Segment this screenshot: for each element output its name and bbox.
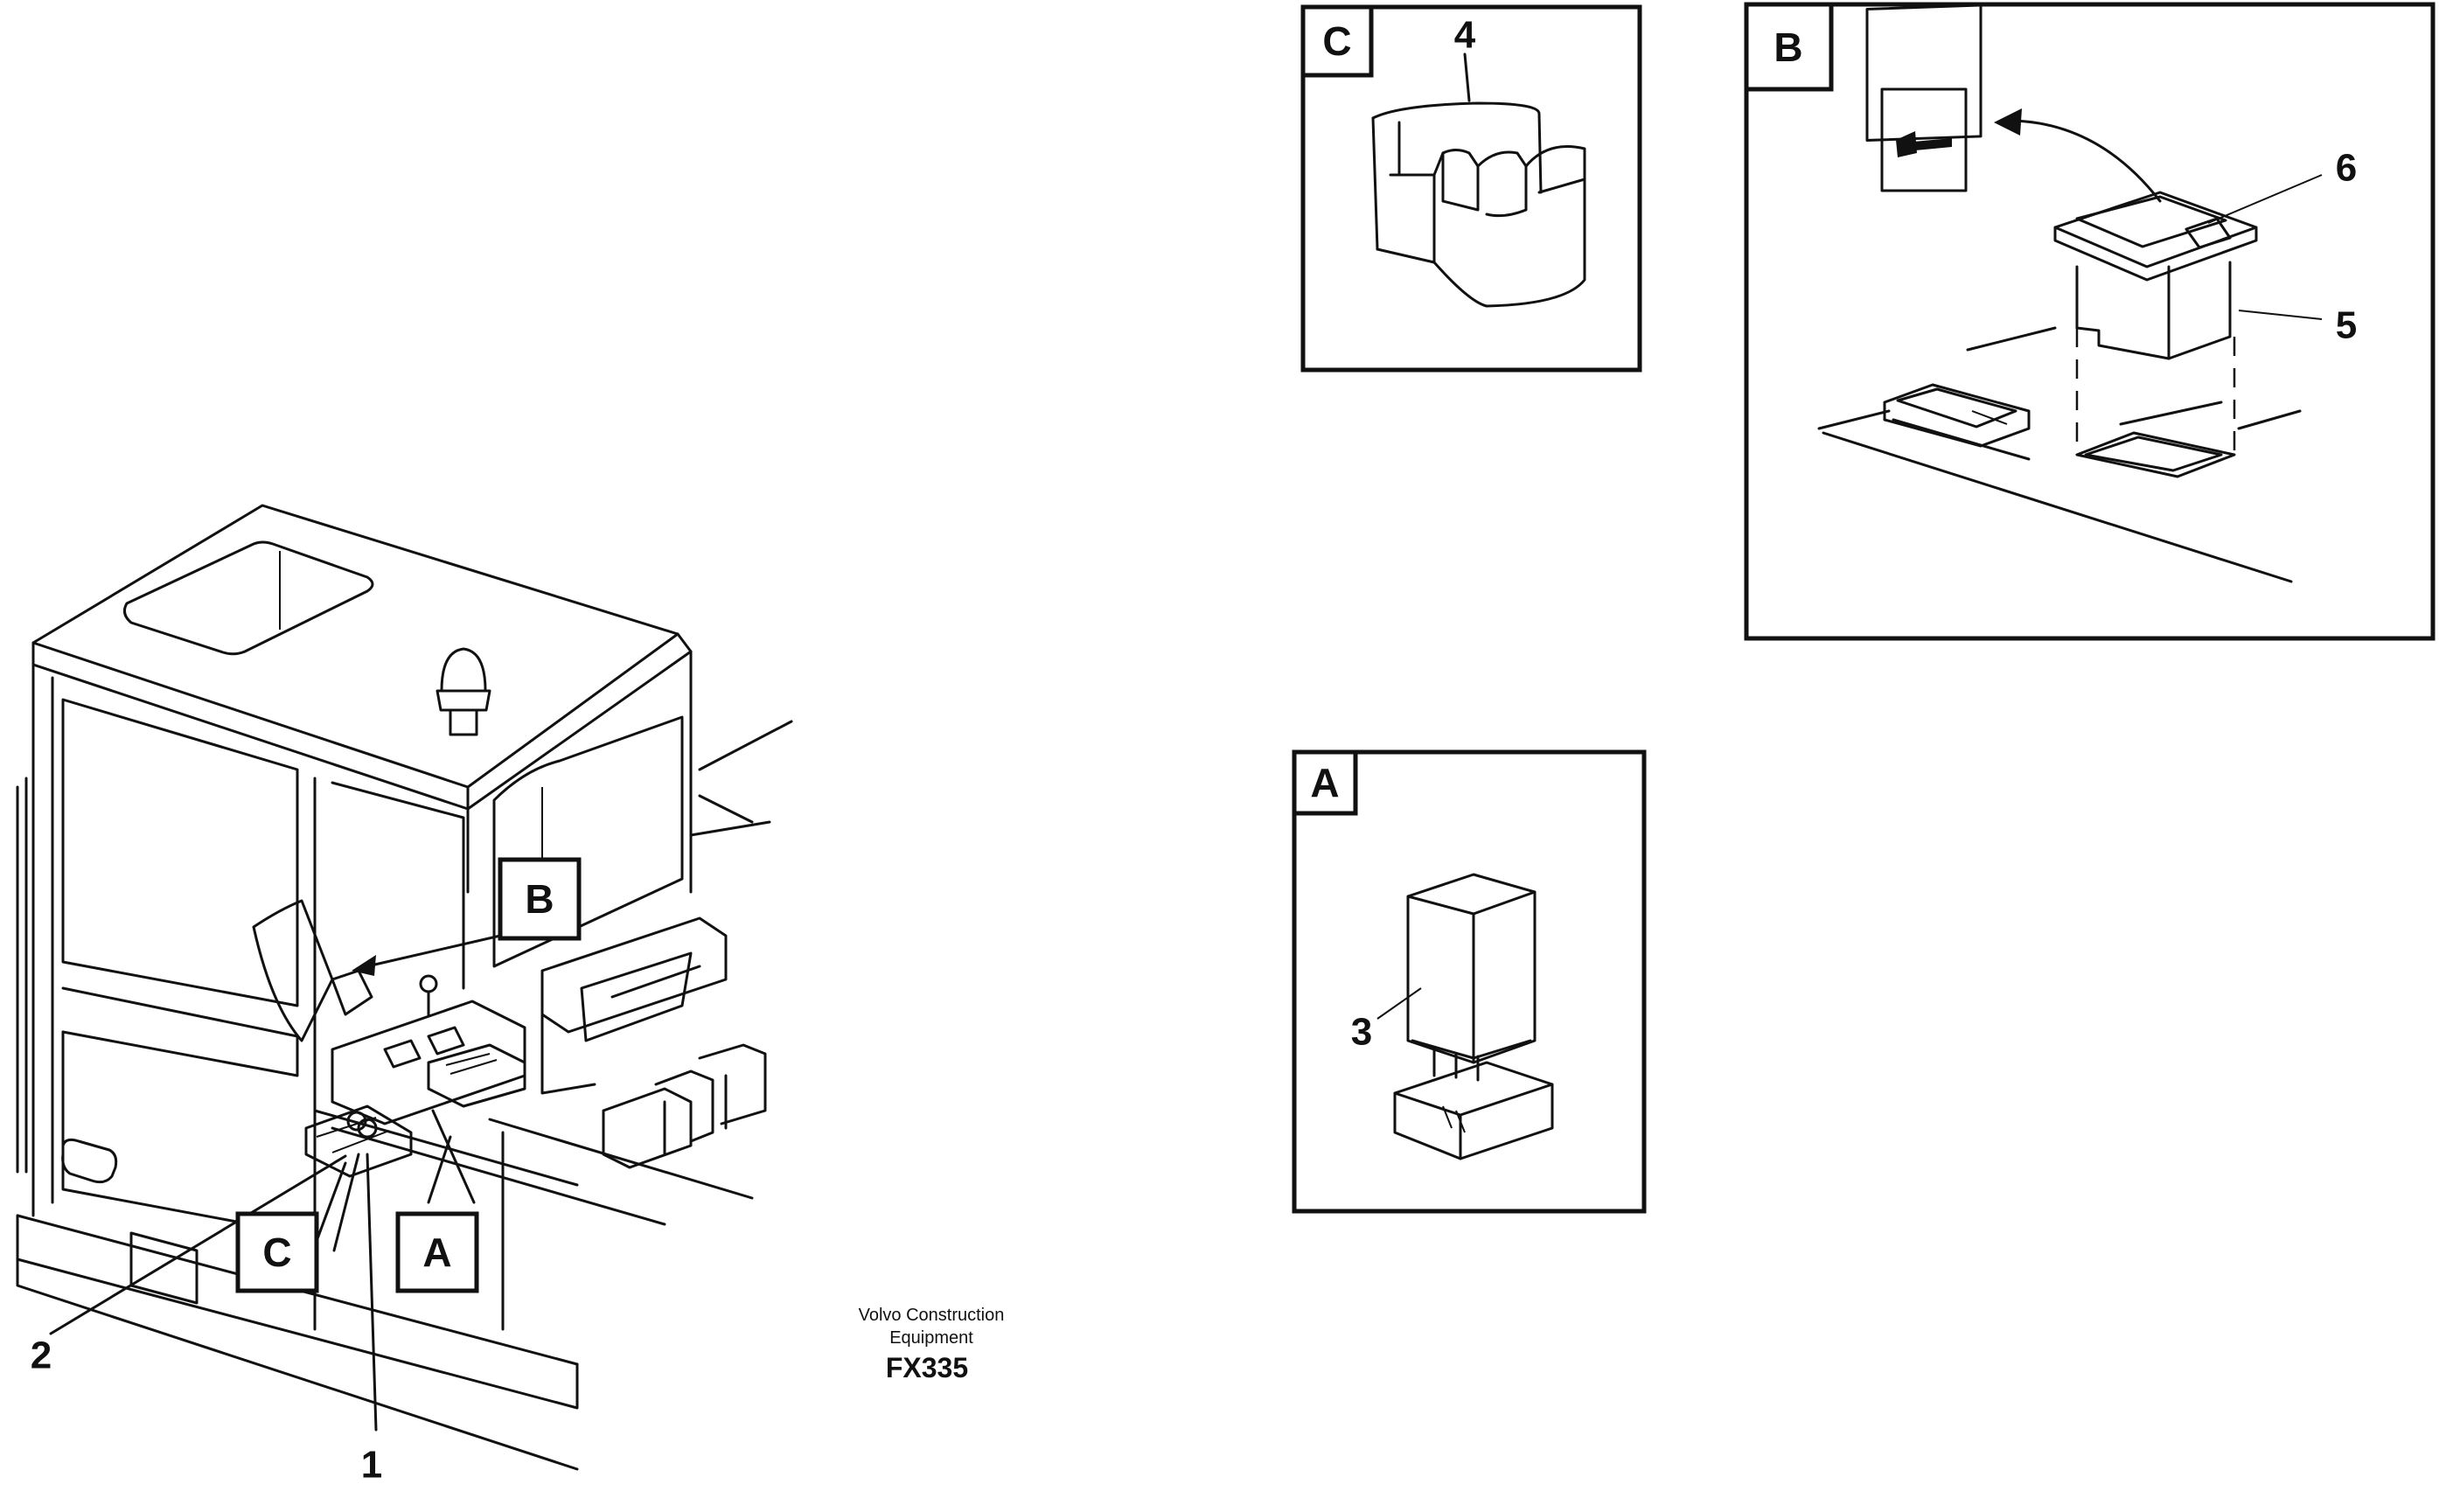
- tag-C-main: C: [235, 1211, 319, 1293]
- svg-text:A: A: [1310, 760, 1339, 805]
- callout-3: 3: [1351, 1011, 1372, 1054]
- svg-text:Volvo Construction: Volvo Construction: [859, 1306, 1005, 1325]
- hammer-symbol-label: [1865, 3, 1983, 192]
- beacon-lamp: [436, 647, 491, 736]
- clip-holder-part: [1371, 101, 1586, 308]
- callout-1: 1: [361, 1444, 382, 1487]
- callout-4: 4: [1454, 14, 1476, 57]
- relay-part: [1393, 873, 1554, 1160]
- tag-B-main: B: [498, 857, 582, 941]
- detail-B-panel: B 6 5: [1744, 2, 2436, 641]
- svg-text:B: B: [525, 876, 554, 922]
- caption-block: Volvo Construction Equipment FX335: [859, 1306, 1005, 1383]
- callout-6: 6: [2336, 147, 2357, 190]
- cab-illustration: [16, 504, 793, 1471]
- detail-C-panel: C 4: [1300, 4, 1642, 373]
- svg-text:C: C: [262, 1230, 291, 1275]
- svg-text:A: A: [422, 1230, 451, 1275]
- rocker-switch-part: [2053, 191, 2258, 360]
- detail-A-panel: A 3: [1292, 749, 1647, 1214]
- callout-2: 2: [31, 1334, 52, 1377]
- svg-text:Equipment: Equipment: [889, 1328, 973, 1348]
- tag-A-main: A: [395, 1211, 479, 1293]
- leader-lines: [49, 934, 502, 1432]
- callout-5: 5: [2336, 304, 2357, 347]
- svg-text:C: C: [1322, 18, 1351, 64]
- svg-text:FX335: FX335: [886, 1352, 968, 1383]
- svg-text:B: B: [1774, 24, 1802, 70]
